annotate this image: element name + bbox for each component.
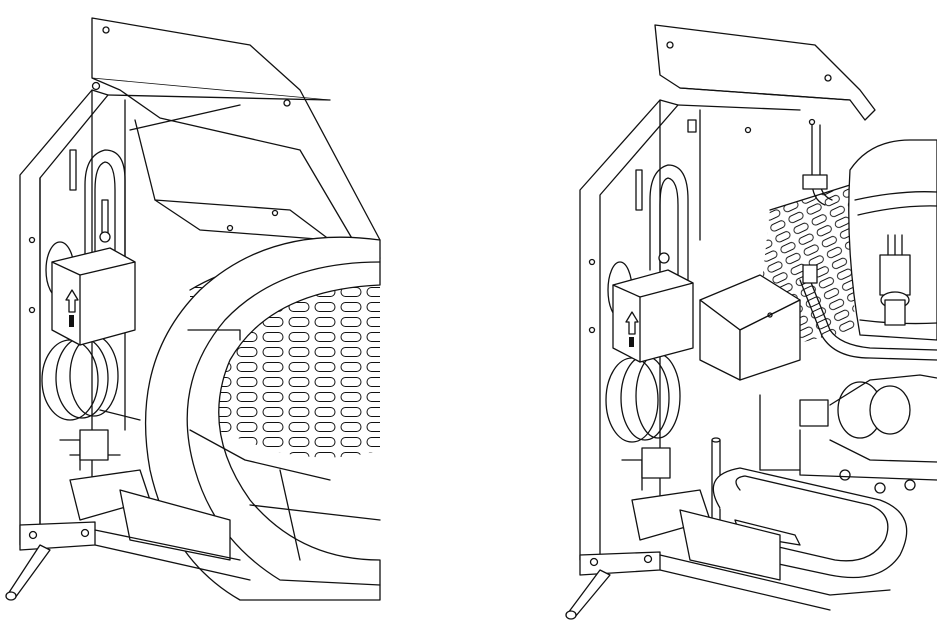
control-box [699,274,801,381]
right-top-cover [654,24,876,121]
left-unit-drawing [5,17,381,601]
left-top-cover [91,17,381,253]
right-valve-coil [612,269,694,363]
compressor [848,139,937,341]
left-coil-assembly [41,149,126,421]
right-unit-drawing [565,24,937,620]
fan-shroud-ring [144,236,381,601]
left-valve-coil [51,247,136,346]
